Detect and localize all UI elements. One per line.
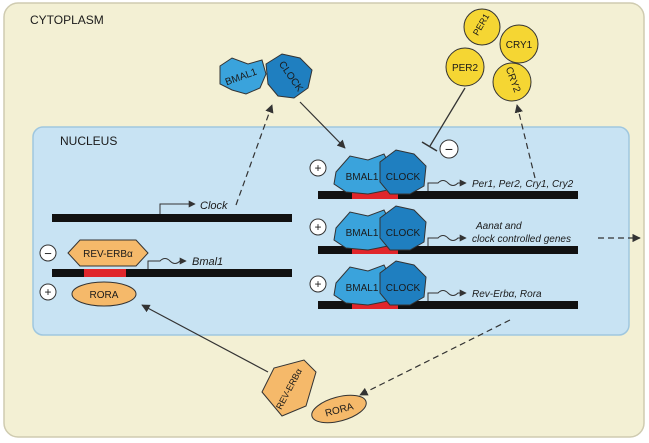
cytoplasm-rev-rora: REV-ERBα RORA [261,359,367,424]
per-cry-inhibition-line [429,87,466,147]
bmal1-dna-strand [52,269,292,277]
complex-row-2: + BMAL1 CLOCK Aanat and clock controlled… [309,205,641,254]
nucleus-region [32,126,630,336]
cry1-label: CRY1 [506,40,533,51]
rev-erb-nuclear-label: REV-ERBα [83,249,133,260]
row2-plus-text: + [314,220,321,234]
row1-plus-text: + [314,161,321,175]
inhibition-minus-sign [439,139,459,159]
clock-promoter-arrow [159,200,196,214]
complex-row-1: + BMAL1 CLOCK Per1, Per2, Cry1, Cry2 [309,149,578,199]
row3-clock-label: CLOCK [386,283,421,294]
cry1-protein [499,24,539,64]
row1-clock-label: CLOCK [386,172,421,183]
per-cry-export-arrow [514,104,536,179]
per-cry-proteins: PER1 CRY1 PER2 CRY2 [445,8,539,102]
clock-dna-strand [52,214,292,222]
bmal1-plus-sign [39,283,57,301]
row1-target-genes: Per1, Per2, Cry1, Cry2 [472,179,574,190]
cytoplasm-bmal1-clock: BMAL1 CLOCK [219,53,313,99]
cytoplasm-label: CYTOPLASM [30,13,104,27]
import-arrow [299,101,346,149]
row1-dna-strand [318,191,578,199]
clock-gene: Clock [52,200,292,222]
cry2-protein [492,62,532,102]
clock-gene-label: Clock [200,200,228,212]
bmal1-promoter-arrow [147,257,187,269]
bmal1-gene-label: Bmal1 [192,256,223,268]
bmal1-rore-element [84,269,126,277]
per1-protein [463,8,501,46]
row1-plus-sign [309,159,327,177]
row2-plus-sign [309,218,327,236]
row1-bmal1-label: BMAL1 [346,172,379,183]
row2-ebox-element [352,246,398,254]
row2-clock-protein [379,205,427,251]
row2-target-line1: Aanat and [475,221,522,232]
row2-target-line2: clock controlled genes [472,234,571,245]
rora-nuclear-label: RORA [90,290,119,301]
row1-clock-protein [379,149,427,195]
bmal1-minus-sign [39,244,57,262]
row3-ebox-element [352,301,398,309]
bmal1-gene: − REV-ERBα Bmal1 + RORA [39,239,292,307]
row3-clock-protein [379,260,427,306]
per2-label: PER2 [452,63,479,74]
row2-dna-strand [318,246,578,254]
cyto-bmal1-protein [219,57,267,95]
row2-clock-label: CLOCK [386,228,421,239]
row3-target-genes: Rev-Erbα, Rora [472,289,542,300]
cyto-rev-erb-protein [261,359,317,417]
bmal1-plus-text: + [44,285,51,299]
rora-nuclear-protein [71,281,137,307]
row3-bmal1-label: BMAL1 [346,283,379,294]
inhibition-minus-text: − [445,141,453,157]
row2-transcript-arrow [427,234,467,246]
row3-transcript-arrow [427,289,467,301]
inhibition-bar [421,141,438,152]
rev-rora-export-arrow [359,319,511,396]
cyto-rora-protein [311,394,367,424]
row3-plus-sign [309,275,327,293]
row2-bmal1-label: BMAL1 [346,228,379,239]
per2-protein [445,47,485,87]
bmal1-minus-text: − [44,246,52,261]
rev-rora-import-arrow [141,304,269,373]
nucleus-label: NUCLEUS [60,134,117,148]
rev-erb-nuclear-protein [67,239,149,267]
row1-ebox-element [352,191,398,199]
clock-export-arrow [235,104,274,206]
cyto-clock-protein [265,53,313,99]
complex-row-3: + BMAL1 CLOCK Rev-Erbα, Rora [309,260,578,309]
row3-dna-strand [318,301,578,309]
row1-transcript-arrow [427,179,467,191]
row3-plus-text: + [314,277,321,291]
